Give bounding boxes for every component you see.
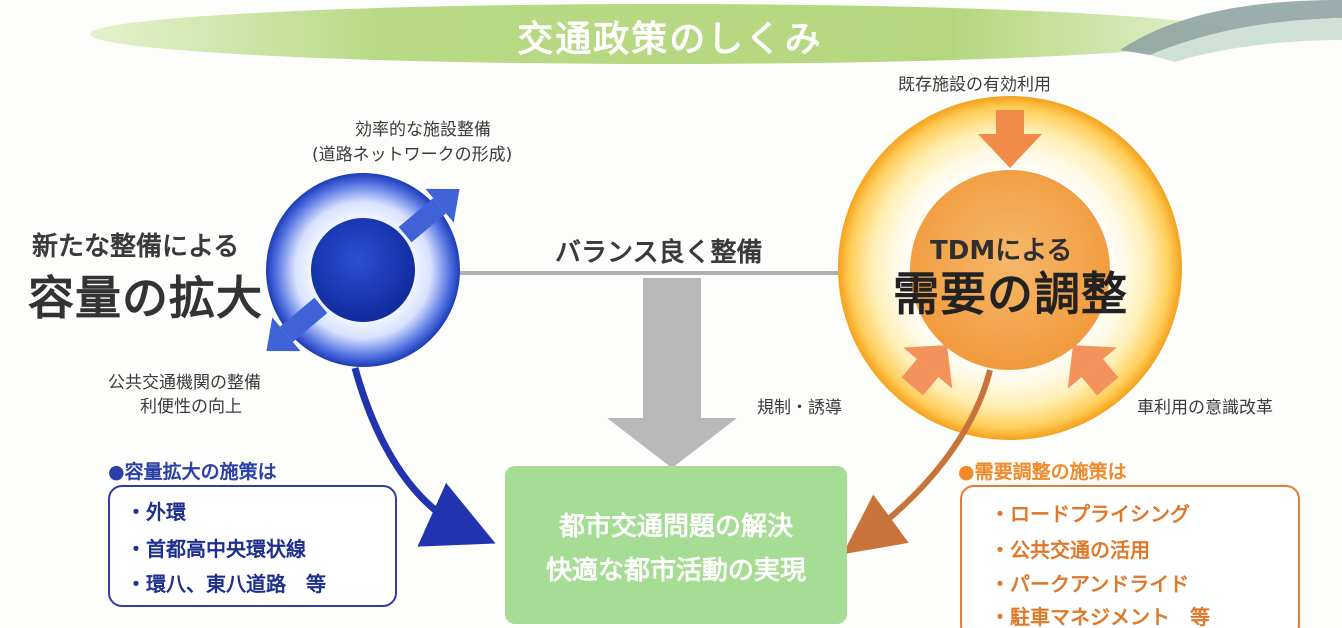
right-list-item: ・駐車マネジメント 等 [990,605,1210,628]
outward-arrow-icon [398,188,460,243]
left-note-top-1: 効率的な施設整備 [355,120,491,140]
inward-arrow-icon [901,345,953,396]
left-list-heading: ●容量拡大の施策は [108,461,277,483]
right-caption-large: 需要の調整 [893,267,1128,321]
title-banner [90,4,1240,64]
left-note-bottom-2: 利便性の向上 [140,397,242,417]
right-list-item: ・ロードプライシング [990,502,1190,526]
left-list-item: ・首都高中央環状線 [126,537,306,561]
result-line-2: 快適な都市活動の実現 [545,556,806,586]
decorative-swoosh-icon [1120,0,1342,62]
left-note-top-2: (道路ネットワークの形成) [312,145,513,165]
right-note-top: 既存施設の有効利用 [898,75,1051,95]
capacity-circle [266,173,460,367]
right-list-heading: ●需要調整の施策は [958,461,1127,483]
inward-arrow-icon [1067,345,1119,396]
left-note-bottom-1: 公共交通機関の整備 [108,373,261,393]
result-line-1: 都市交通問題の解決 [558,512,793,542]
left-list-box [108,485,397,607]
left-caption-large: 容量の拡大 [28,271,263,325]
right-list-box [960,485,1300,628]
balance-label: バランス良く整備 [555,238,763,268]
blue-curved-arrow [351,367,496,547]
right-note-left: 規制・誘導 [757,398,842,418]
left-caption-small: 新たな整備による [32,232,240,262]
right-caption-small: TDMによる [930,236,1073,266]
result-box: 都市交通問題の解決 快適な都市活動の実現 [505,466,847,624]
demand-circle [838,96,1182,440]
left-list-item: ・環八、東八道路 等 [126,572,326,596]
outward-arrow-icon [266,297,328,352]
right-list-item: ・公共交通の活用 [990,538,1150,562]
orange-curved-arrow [842,369,993,555]
page-title: 交通政策のしくみ [517,19,823,60]
left-list-item: ・外環 [126,500,186,524]
inward-arrow-icon [978,110,1042,168]
right-list-item: ・パークアンドライド [990,572,1190,596]
right-note-right: 車利用の意識改革 [1137,398,1273,418]
gray-down-arrow [607,278,737,468]
